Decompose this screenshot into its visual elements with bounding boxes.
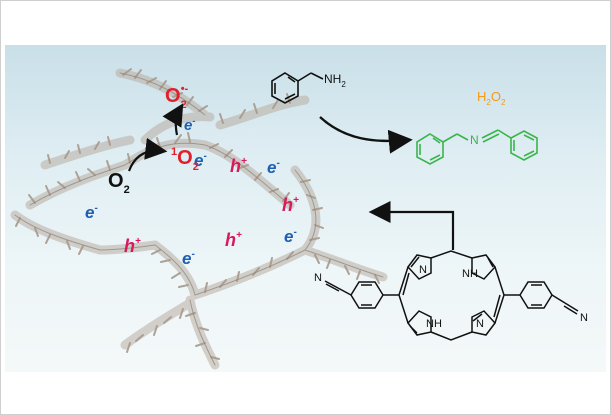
porphyrin-n-label: N [419, 264, 427, 276]
hole-label: h+ [124, 236, 141, 256]
nitrile-n-label: N [314, 272, 322, 284]
porphyrin-n-label: N [476, 318, 484, 330]
nitrile-n-label: N [580, 312, 588, 324]
imine-nitrogen-label: N [470, 133, 479, 147]
porphyrin-structure [325, 251, 578, 340]
electron-transfer-label: e- [184, 116, 195, 134]
oxygen-label: O2 [108, 170, 130, 196]
amine-group-label: NH2 [324, 72, 346, 89]
reaction-arrow [320, 117, 408, 141]
hole-label: h+ [225, 230, 242, 250]
porphyrin-nh-label: NH [462, 268, 478, 280]
electron-label: e- [267, 158, 280, 177]
electron-label: e- [182, 249, 195, 268]
building-block-arrow [373, 212, 453, 250]
electron-label: e- [85, 203, 98, 222]
electron-label: e- [284, 227, 297, 246]
hole-label: h+ [282, 195, 299, 215]
figure-panel: e- e- e- e- e- h+ h+ h+ h+ O2•- 1O2 O2 e… [5, 45, 606, 372]
peroxide-label: H2O2 [477, 89, 506, 107]
reaction-diagram: e- e- e- e- e- h+ h+ h+ h+ O2•- 1O2 O2 e… [5, 45, 606, 372]
framework-lattice [15, 69, 383, 365]
porphyrin-nh-label: NH [426, 318, 442, 330]
